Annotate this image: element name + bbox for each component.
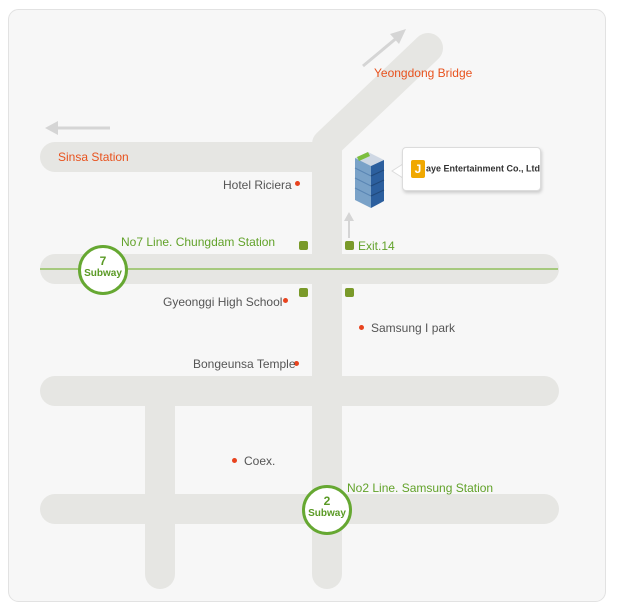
location-dot-icon [294,361,299,366]
building-icon [354,152,385,208]
label-no7-line: No7 Line. Chungdam Station [121,235,276,249]
exit-marker-icon [345,288,354,297]
exit-marker-icon [299,288,308,297]
arrow-northeast-icon [362,29,406,68]
label-samsung-ipark: Samsung I park [371,321,456,335]
label-bongeunsa-temple: Bongeunsa Temple [193,357,296,371]
label-coex: Coex. [244,454,276,468]
label-exit: Exit.14 [358,239,395,253]
location-dot-icon [359,325,364,330]
subway-station-icon: 2 Subway [302,485,352,535]
exit-marker-icon [345,241,354,250]
subway-7-number: 7 [99,254,107,268]
subway-2-label: Subway [308,508,346,519]
location-dot-icon [283,298,288,303]
exit-marker-icon [299,241,308,250]
location-dot-icon [232,458,237,463]
company-name-text: aye Entertainment Co., Ltd [426,163,541,174]
arrow-west-icon [45,121,110,135]
road-diagonal [312,33,443,159]
arrow-up-icon [344,212,354,238]
subway-2-number: 2 [323,494,331,508]
label-no2-line: No2 Line. Samsung Station [347,481,494,495]
subway-7-label: Subway [84,268,122,279]
location-dot-icon [295,181,300,186]
subway-station-icon: 7 Subway [78,245,128,295]
label-sinsa-station: Sinsa Station [58,150,129,164]
company-logo-icon: J [411,160,425,178]
label-yeongdong-bridge: Yeongdong Bridge [374,66,473,80]
label-gyeonggi-high-school: Gyeonggi High School [163,295,283,309]
label-hotel-riciera: Hotel Riciera [223,178,292,192]
